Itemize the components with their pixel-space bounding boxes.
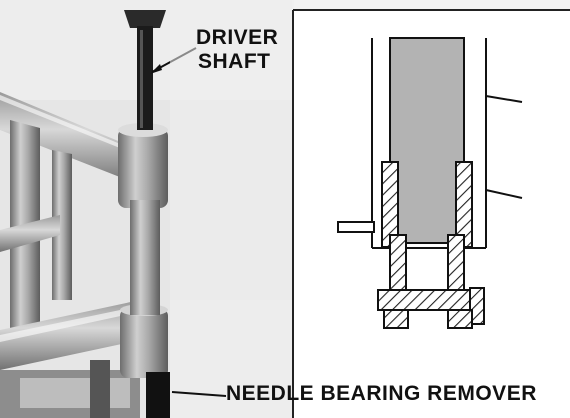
diagram-leader-1	[485, 95, 523, 103]
frame-tubes	[0, 92, 140, 418]
shaft-label: SHAFT	[198, 50, 271, 73]
pivot-boss-lower	[120, 304, 168, 378]
needle-bearing-remover-label: NEEDLE BEARING REMOVER	[226, 382, 537, 405]
pivot-boss-upper	[118, 123, 168, 208]
diagram-panel	[292, 9, 570, 418]
side-pin	[337, 221, 375, 233]
driver-shaft	[124, 10, 166, 130]
diagram-driver-shaft	[389, 37, 465, 244]
hatched-parts	[377, 161, 485, 329]
diagram-leader-2	[485, 189, 523, 199]
driver-label: DRIVER	[196, 26, 279, 49]
background-bleed	[170, 0, 294, 300]
needle-remover-leader	[171, 391, 227, 397]
